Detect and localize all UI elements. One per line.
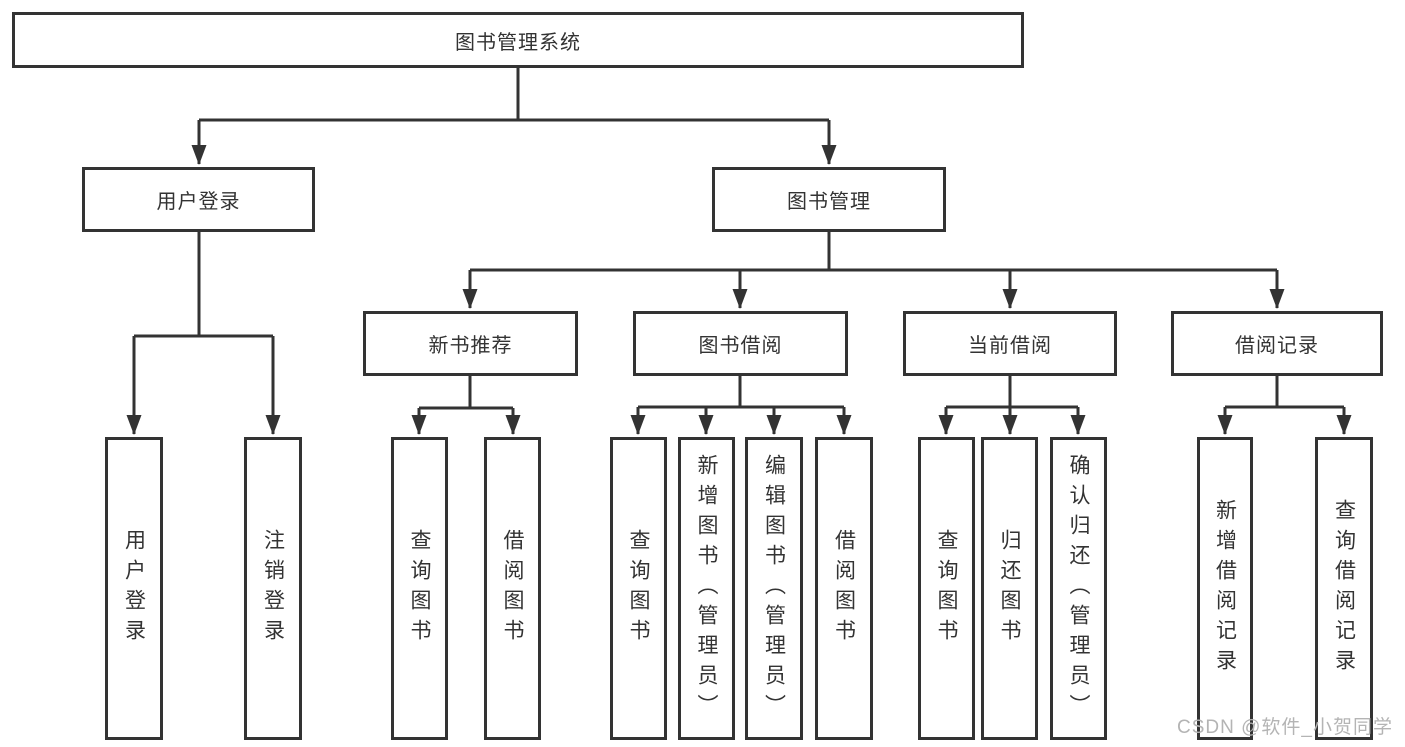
leaf-user-login: 用户登录 bbox=[105, 437, 163, 740]
leaf-bb-borrow-books: 借阅图书 bbox=[815, 437, 873, 740]
leaf-logout: 注销登录 bbox=[244, 437, 302, 740]
leaf-cb-query-books: 查询图书 bbox=[918, 437, 975, 740]
node-book-management: 图书管理 bbox=[712, 167, 946, 232]
csdn-watermark: CSDN @软件_小贺同学 bbox=[1177, 717, 1393, 738]
leaf-br-add-record: 新增借阅记录 bbox=[1197, 437, 1253, 740]
leaf-br-query-record: 查询借阅记录 bbox=[1315, 437, 1373, 740]
node-borrow-records: 借阅记录 bbox=[1171, 311, 1383, 376]
leaf-bb-query-books: 查询图书 bbox=[610, 437, 667, 740]
node-current-borrow: 当前借阅 bbox=[903, 311, 1117, 376]
leaf-cb-confirm-return-admin: 确认归还（管理员） bbox=[1050, 437, 1107, 740]
node-new-book-recommend: 新书推荐 bbox=[363, 311, 578, 376]
node-user-login: 用户登录 bbox=[82, 167, 315, 232]
leaf-bb-edit-book-admin: 编辑图书（管理员） bbox=[745, 437, 803, 740]
leaf-nbr-borrow-books: 借阅图书 bbox=[484, 437, 541, 740]
leaf-bb-add-book-admin: 新增图书（管理员） bbox=[678, 437, 735, 740]
leaf-nbr-query-books: 查询图书 bbox=[391, 437, 448, 740]
node-book-borrow: 图书借阅 bbox=[633, 311, 848, 376]
leaf-cb-return-books: 归还图书 bbox=[981, 437, 1038, 740]
node-root: 图书管理系统 bbox=[12, 12, 1024, 68]
